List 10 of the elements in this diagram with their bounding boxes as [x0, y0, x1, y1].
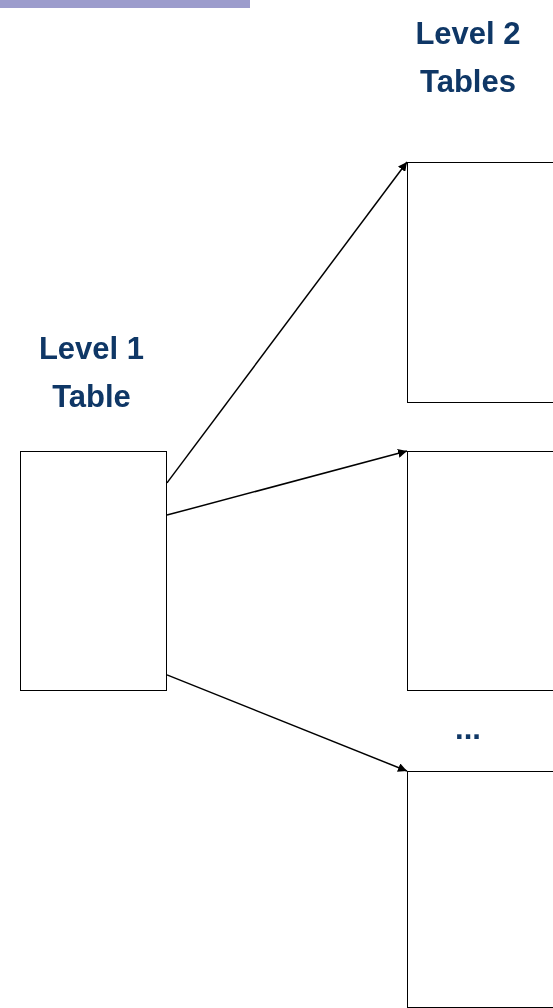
- heading: Level 1 Table: [37, 330, 146, 416]
- arrow: [166, 161, 408, 484]
- arrow: [166, 448, 408, 516]
- table-box: [20, 451, 167, 691]
- arrow: [166, 674, 408, 772]
- table-box: [407, 162, 553, 403]
- table-box: [407, 451, 553, 691]
- heading: Level 2 Tables: [414, 15, 522, 101]
- ellipsis: ...: [454, 710, 482, 748]
- table-box: [407, 771, 553, 1008]
